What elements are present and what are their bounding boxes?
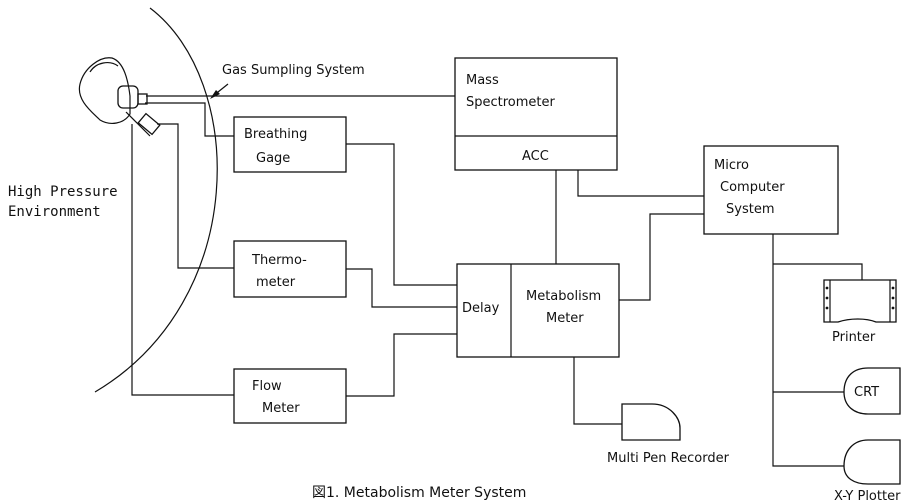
flow-meter-label-line2: Meter <box>262 401 300 416</box>
mass-spec-label-line1: Mass <box>466 73 499 88</box>
multi-pen-recorder-label: Multi Pen Recorder <box>607 451 730 466</box>
environment-label-line1: High Pressure <box>8 184 118 200</box>
xy-plotter-label: X-Y Plotter <box>834 489 901 504</box>
thermometer-label-line1: Thermo- <box>251 253 307 268</box>
xy-plotter-symbol <box>844 440 900 484</box>
breathing-gage-label-line1: Breathing <box>244 127 307 142</box>
micro-computer-label-line1: Micro <box>714 158 749 173</box>
delay-label: Delay <box>462 301 500 316</box>
printer-icon <box>824 280 896 322</box>
mass-spec-label-line2: Spectrometer <box>466 95 556 110</box>
gas-sampling-label: Gas Sumpling System <box>222 63 365 78</box>
metabolism-meter-label-line1: Metabolism <box>526 289 601 304</box>
figure-caption: 図1. Metabolism Meter System <box>312 485 526 501</box>
breathing-gage-label-line2: Gage <box>256 151 290 166</box>
micro-computer-label-line2: Computer <box>720 180 785 195</box>
thermometer-label-line2: meter <box>256 275 296 290</box>
flow-meter-label-line1: Flow <box>252 379 282 394</box>
micro-computer-label-line3: System <box>726 202 774 217</box>
diver-head-icon <box>79 58 159 136</box>
printer-label: Printer <box>832 330 876 345</box>
connection-lines <box>132 84 862 466</box>
environment-label-line2: Environment <box>8 204 101 220</box>
multi-pen-recorder-symbol <box>622 404 680 440</box>
environment-boundary-arc <box>95 8 217 392</box>
acc-label: ACC <box>522 149 549 164</box>
crt-label: CRT <box>854 385 879 400</box>
metabolism-meter-label-line2: Meter <box>546 311 584 326</box>
